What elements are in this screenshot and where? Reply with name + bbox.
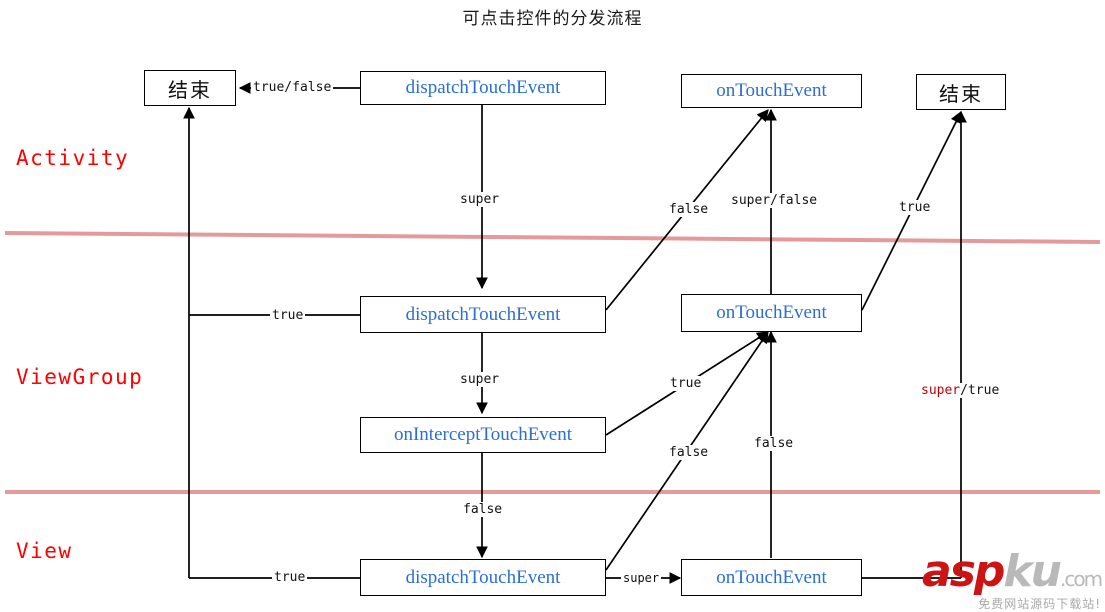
node-view-on-touch-event[interactable]: onTouchEvent [681,559,862,596]
edge-label-super-view-dispatch-to-view-ontouch: super [621,571,662,586]
watermark-brand-asp: asp [922,546,1005,597]
layer-label-activity: Activity [16,146,130,170]
edge-label-super-viewgroup-dispatch-to-intercept: super [458,372,502,387]
page-title: 可点击控件的分发流程 [462,9,643,29]
edge-label-true-false-activity: true/false [251,80,334,95]
node-view-dispatch-touch-event[interactable]: dispatchTouchEvent [360,559,606,596]
watermark-aspku: aspku.com 免费网站源码下载站! [922,550,1103,612]
node-activity-on-touch-event[interactable]: onTouchEvent [681,74,862,108]
edge-label-true-view-dispatch-return: true [272,570,308,585]
watermark-brand-ku: ku [1003,546,1062,597]
node-viewgroup-on-touch-event[interactable]: onTouchEvent [681,294,862,332]
node-viewgroup-dispatch-touch-event[interactable]: dispatchTouchEvent [360,296,606,333]
edge-label-super-false-viewgroup-ontouch-to-activity-ontouch: super/false [729,193,820,208]
watermark-brand: aspku.com [922,550,1103,599]
edge-label-true-viewgroup-ontouch-to-activity-end: true [897,200,933,215]
edge-label-super-true-view-ontouch-to-activity-end: super/true [919,383,1002,398]
watermark-brand-com: .com [1059,567,1103,591]
node-viewgroup-on-intercept-touch-event[interactable]: onInterceptTouchEvent [360,417,606,453]
edge-label-super-activity-to-viewgroup: super [458,192,502,207]
edge-label-false-viewgroup-dispatch-to-activity-ontouch: false [667,202,711,217]
node-activity-dispatch-touch-event[interactable]: dispatchTouchEvent [360,71,606,105]
node-activity-end-right[interactable]: 结束 [916,74,1006,110]
edge-label-false-view-ontouch-to-viewgroup-ontouch: false [752,436,796,451]
layer-label-viewgroup: ViewGroup [16,365,144,389]
edge-label-true-rest: /true [960,383,1000,398]
edge-label-super-red: super [921,383,961,398]
node-activity-end-left[interactable]: 结束 [144,70,236,106]
edge-label-false-intercept-to-view-dispatch: false [461,502,505,517]
edge-label-false-view-dispatch-to-viewgroup-ontouch: false [667,445,711,460]
layer-label-view: View [16,539,73,563]
edge-label-true-viewgroup-dispatch-return: true [270,308,306,323]
watermark-subtitle: 免费网站源码下载站! [978,597,1102,611]
edge-label-true-intercept-to-viewgroup-ontouch: true [668,376,704,391]
